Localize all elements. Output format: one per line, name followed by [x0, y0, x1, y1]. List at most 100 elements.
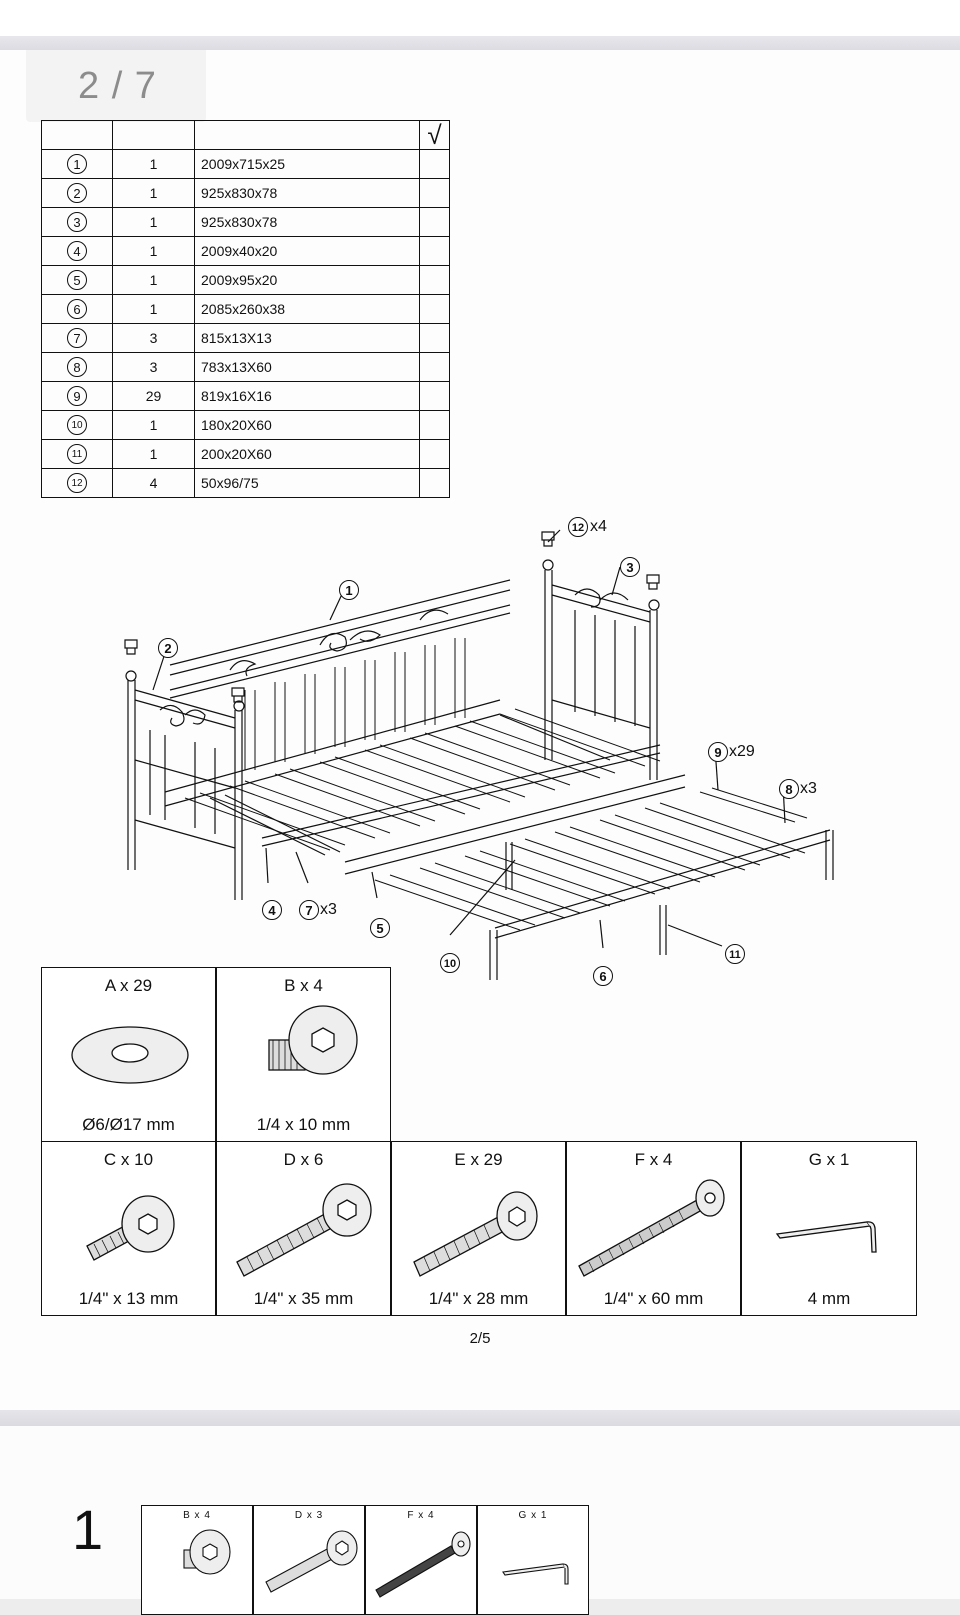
part-number: 2 — [67, 183, 87, 203]
part-number: 3 — [67, 212, 87, 232]
hardware-box-e: E x 29 1/4" x 28 mm — [391, 1141, 566, 1316]
step-hardware-g: G x 1 — [477, 1505, 589, 1615]
step-hardware-d: D x 3 — [253, 1505, 365, 1615]
part-number: 12 — [67, 473, 87, 493]
part-quantity: 1 — [112, 294, 195, 324]
part-checkbox[interactable] — [419, 468, 450, 498]
hardware-box-f: F x 4 1/4" x 60 mm — [566, 1141, 741, 1316]
part-dimensions: 180x20X60 — [194, 410, 420, 440]
callout-part-6: 6 — [593, 966, 613, 986]
part-checkbox[interactable] — [419, 236, 450, 266]
part-number: 9 — [67, 386, 87, 406]
part-number: 8 — [67, 357, 87, 377]
part-number: 4 — [67, 241, 87, 261]
hardware-size: Ø6/Ø17 mm — [82, 1115, 175, 1134]
part-number: 10 — [67, 415, 87, 435]
callout-qty-8: x3 — [800, 780, 817, 797]
page-footer-number: 2/5 — [469, 1330, 491, 1347]
part-number: 11 — [67, 444, 87, 464]
bed-assembly-diagram — [124, 529, 834, 980]
part-number: 6 — [67, 299, 87, 319]
callout-part-12: 12 — [568, 517, 588, 537]
part-checkbox[interactable] — [419, 265, 450, 295]
hardware-box-c: C x 10 1/4" x 13 mm — [41, 1141, 216, 1316]
parts-table-header: √ — [41, 120, 450, 150]
bolt-icon — [265, 1530, 358, 1593]
page-counter-badge: 2 / 7 — [26, 50, 206, 122]
part-quantity: 4 — [112, 468, 195, 498]
step-number: 1 — [72, 1498, 104, 1561]
part-checkbox[interactable] — [419, 439, 450, 469]
part-quantity: 29 — [112, 381, 195, 411]
callout-part-3: 3 — [620, 557, 640, 577]
allen-key-icon — [502, 1563, 569, 1585]
countersunk-bolt-icon — [413, 1191, 538, 1277]
part-checkbox[interactable] — [419, 294, 450, 324]
part-number: 1 — [67, 154, 87, 174]
part-quantity: 1 — [112, 410, 195, 440]
hardware-label: C x 10 — [103, 1150, 154, 1169]
short-bolt-icon — [183, 1529, 231, 1575]
hardware-size: 1/4" x 13 mm — [78, 1289, 179, 1308]
part-quantity: 1 — [112, 439, 195, 469]
part-dimensions: 200x20X60 — [194, 439, 420, 469]
bolt-icon — [86, 1195, 175, 1261]
callout-part-1: 1 — [339, 580, 359, 600]
hardware-box-b: B x 4 1/4 x 10 mm — [216, 967, 391, 1142]
part-dimensions: 925x830x78 — [194, 207, 420, 237]
callout-part-5: 5 — [370, 918, 390, 938]
hardware-size: 4 mm — [807, 1289, 851, 1308]
part-dimensions: 783x13X60 — [194, 352, 420, 382]
hardware-size: 1/4 x 10 mm — [256, 1115, 351, 1134]
callout-qty-7: x3 — [320, 901, 337, 918]
hardware-size: 1/4" x 28 mm — [428, 1289, 529, 1308]
hardware-label: G x 1 — [808, 1150, 850, 1169]
callout-part-9: 9 — [708, 742, 728, 762]
check-column-header: √ — [419, 120, 450, 150]
callout-part-11: 11 — [725, 944, 745, 964]
part-dimensions: 2009x40x20 — [194, 236, 420, 266]
callout-part-7: 7 — [299, 900, 319, 920]
viewer-top-bar — [0, 0, 960, 36]
callout-part-10: 10 — [440, 953, 460, 973]
part-quantity: 1 — [112, 236, 195, 266]
hardware-label: B x 4 — [284, 976, 323, 995]
part-dimensions: 50x96/75 — [194, 468, 420, 498]
washer-icon — [71, 1026, 189, 1084]
callout-qty-12: x4 — [590, 518, 607, 535]
hardware-label: E x 29 — [454, 1150, 503, 1169]
long-bolt-icon — [578, 1179, 725, 1277]
step-hardware-f: F x 4 — [365, 1505, 477, 1615]
hardware-label: A x 29 — [104, 976, 153, 995]
part-quantity: 1 — [112, 207, 195, 237]
hardware-label: F x 4 — [634, 1150, 673, 1169]
callout-part-8: 8 — [779, 779, 799, 799]
part-checkbox[interactable] — [419, 381, 450, 411]
callout-part-2: 2 — [158, 638, 178, 658]
hardware-size: 1/4" x 35 mm — [253, 1289, 354, 1308]
part-dimensions: 925x830x78 — [194, 178, 420, 208]
hardware-box-d: D x 6 1/4" x 35 mm — [216, 1141, 391, 1316]
bolt-icon — [236, 1183, 372, 1277]
hardware-box-g: G x 1 4 mm — [741, 1141, 917, 1316]
allen-key-icon — [775, 1221, 877, 1253]
callout-qty-9: x29 — [729, 743, 755, 760]
page-separator — [0, 1410, 960, 1426]
part-number: 7 — [67, 328, 87, 348]
part-checkbox[interactable] — [419, 149, 450, 179]
hardware-box-a: A x 29 Ø6/Ø17 mm — [41, 967, 216, 1142]
part-dimensions: 2009x715x25 — [194, 149, 420, 179]
part-dimensions: 2085x260x38 — [194, 294, 420, 324]
part-dimensions: 2009x95x20 — [194, 265, 420, 295]
part-number: 5 — [67, 270, 87, 290]
long-bolt-icon — [375, 1531, 471, 1598]
step-hardware-b: B x 4 — [141, 1505, 253, 1615]
